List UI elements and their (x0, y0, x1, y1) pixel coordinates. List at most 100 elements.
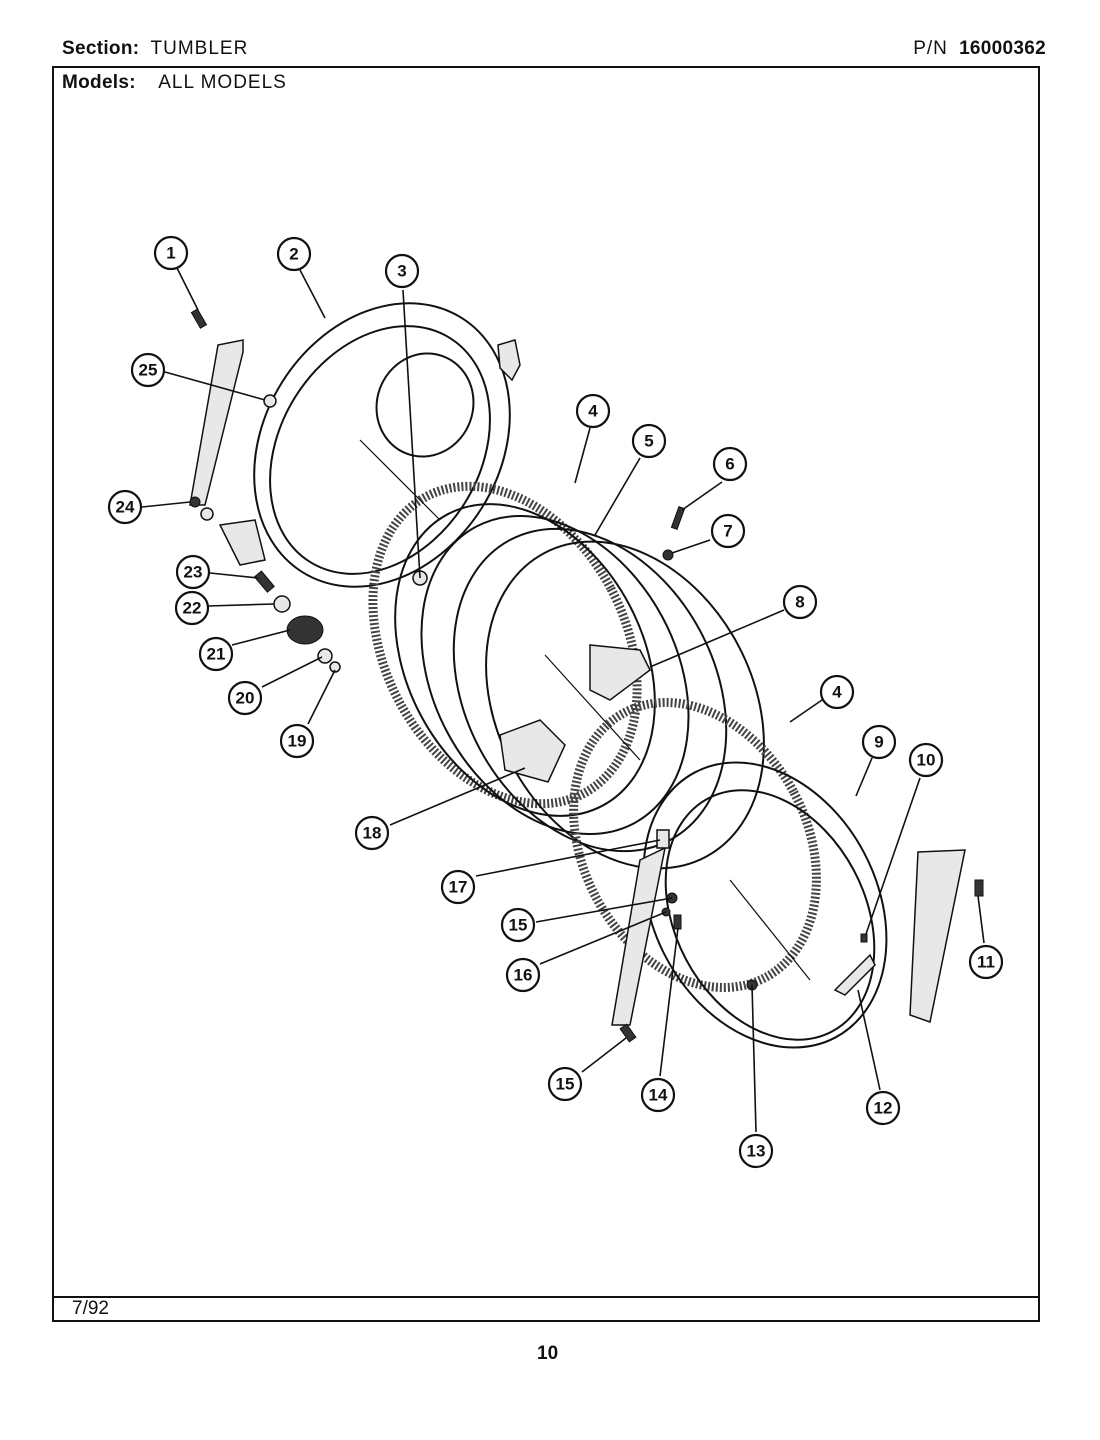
callout-15-upper-label: 15 (509, 916, 528, 935)
front-bulkhead (569, 698, 966, 1049)
drum-baffle-upper (589, 644, 651, 701)
callout-13-label: 13 (747, 1142, 766, 1161)
pulley-21 (286, 615, 324, 645)
pn-value: 16000362 (959, 38, 1046, 59)
front-bulkhead-rim (642, 761, 888, 1049)
callout-12: 12 (865, 1090, 901, 1126)
callout-2: 2 (276, 236, 312, 272)
screw-1 (190, 308, 208, 329)
screw-11 (974, 879, 984, 897)
rear-bulkhead-opening (375, 352, 475, 458)
callout-15-lower: 15 (547, 1066, 583, 1102)
drum-front-rim (485, 540, 765, 870)
washer-7 (662, 549, 674, 561)
callout-24-label: 24 (116, 498, 135, 517)
callout-5-label: 5 (644, 432, 653, 451)
models-label: Models: (62, 72, 136, 93)
rear-bulkhead-hole (200, 507, 214, 521)
washer-22 (273, 595, 291, 613)
screw-15b (619, 1023, 637, 1043)
rear-mount-plate (218, 519, 266, 566)
callout-9-label: 9 (874, 733, 883, 752)
drum-baffle-lower (499, 719, 566, 783)
callout-20-label: 20 (236, 689, 255, 708)
callout-16-label: 16 (514, 966, 533, 985)
callout-7: 7 (710, 513, 746, 549)
callout-18-label: 18 (363, 824, 382, 843)
callout-1: 1 (153, 235, 189, 271)
pin-23 (253, 570, 275, 593)
leader-lines (141, 267, 985, 1133)
callout-25: 25 (130, 352, 166, 388)
hole-10 (860, 933, 868, 943)
callout-21: 21 (198, 636, 234, 672)
rear-bulkhead-rim (253, 302, 511, 588)
callout-20: 20 (227, 680, 263, 716)
front-left-bracket (611, 846, 667, 1026)
callout-9: 9 (861, 724, 897, 760)
revision-date: 7/92 (72, 1298, 109, 1319)
screw-24 (189, 496, 201, 508)
callouts: 1 2 3 4 5 6 7 8 4 9 10 11 12 13 14 15 15… (107, 235, 1004, 1169)
rear-axis-line (359, 439, 441, 521)
rear-bulkhead (189, 302, 521, 588)
callout-4-lower-label: 4 (832, 683, 842, 702)
drum-ring-3 (452, 527, 728, 853)
callout-19-label: 19 (288, 732, 307, 751)
callout-7-label: 7 (723, 522, 732, 541)
callout-13: 13 (738, 1133, 774, 1169)
models-heading: Models: ALL MODELS (62, 72, 287, 94)
screw-6 (670, 505, 686, 531)
callout-23-label: 23 (184, 563, 203, 582)
callout-12-label: 12 (874, 1099, 893, 1118)
callout-3: 3 (384, 253, 420, 289)
drum-ring-2 (420, 514, 690, 836)
pn-label: P/N (913, 38, 948, 59)
footer-divider (52, 1296, 1040, 1298)
part-number-heading: P/N 16000362 (913, 38, 1046, 60)
page-number: 10 (537, 1343, 559, 1364)
callout-23: 23 (175, 554, 211, 590)
callout-17: 17 (440, 869, 476, 905)
callout-11: 11 (968, 944, 1004, 980)
section-heading: Section: TUMBLER (62, 38, 248, 60)
callout-14: 14 (640, 1077, 676, 1113)
front-drum-seal (569, 698, 821, 992)
callout-22: 22 (174, 590, 210, 626)
diagram-frame (52, 66, 1040, 1322)
callout-22-label: 22 (183, 599, 202, 618)
front-bulkhead-inner (664, 789, 876, 1041)
callout-4-upper-label: 4 (588, 402, 598, 421)
callout-4-lower: 4 (819, 674, 855, 710)
hardware (189, 308, 984, 1043)
callout-2-label: 2 (289, 245, 298, 264)
callout-21-label: 21 (207, 645, 226, 664)
front-axis-line (729, 879, 811, 981)
callout-1-label: 1 (166, 244, 175, 263)
clip-19 (329, 661, 341, 673)
callout-8-label: 8 (795, 593, 804, 612)
rear-bulkhead-inner (269, 325, 491, 575)
callout-16: 16 (505, 957, 541, 993)
section-value: TUMBLER (150, 38, 249, 59)
drum-assembly (359, 439, 765, 870)
callout-17-label: 17 (449, 878, 468, 897)
drum-ring-1 (394, 503, 656, 817)
drum-axis-line (544, 654, 641, 761)
callout-11-label: 11 (977, 953, 995, 972)
front-right-bracket (909, 849, 966, 1023)
callout-4-upper: 4 (575, 393, 611, 429)
rear-tab (497, 339, 521, 382)
callout-6: 6 (712, 446, 748, 482)
callout-19: 19 (279, 723, 315, 759)
callout-14-label: 14 (649, 1086, 668, 1105)
callout-10-label: 10 (917, 751, 936, 770)
callout-10: 10 (908, 742, 944, 778)
callout-18: 18 (354, 815, 390, 851)
washer-20 (317, 648, 333, 664)
rear-bracket (189, 339, 244, 506)
callout-5: 5 (631, 423, 667, 459)
callout-15-upper: 15 (500, 907, 536, 943)
models-value: ALL MODELS (158, 72, 287, 93)
